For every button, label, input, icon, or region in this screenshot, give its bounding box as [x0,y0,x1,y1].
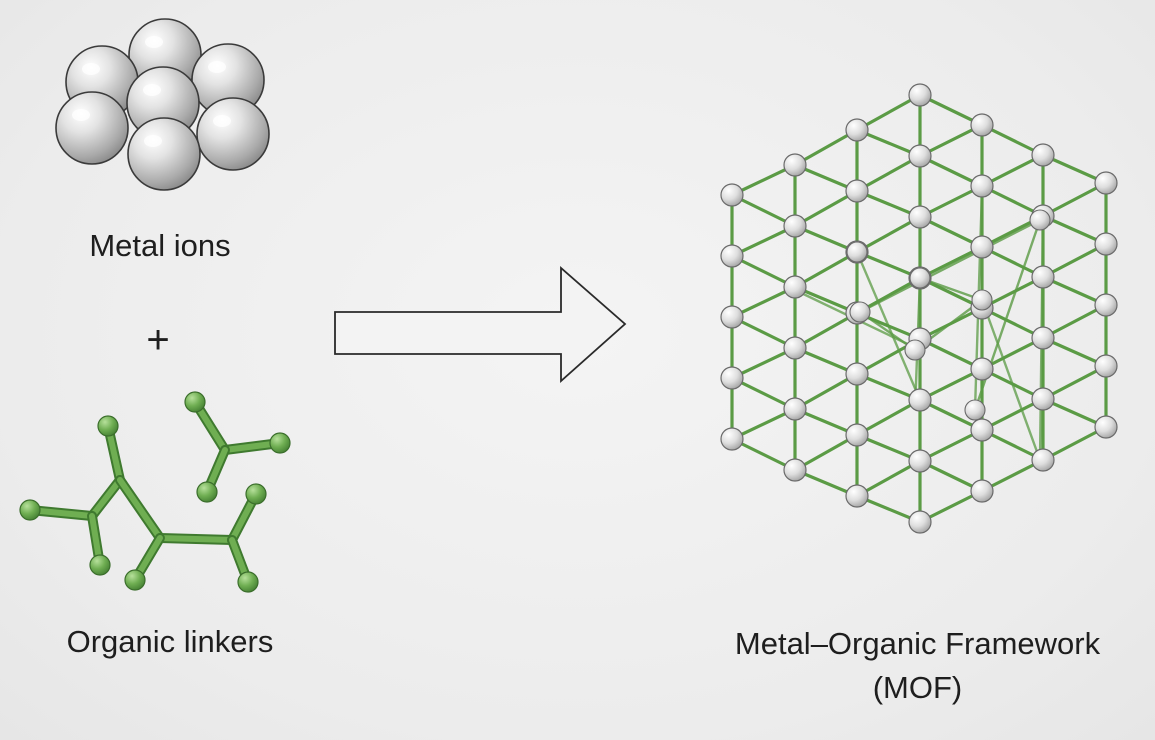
mof-metal-node [720,427,744,451]
metal-ion-sphere [55,91,129,165]
mof-metal-node [908,388,932,412]
mof-metal-node [783,458,807,482]
mof-metal-node [1029,209,1051,231]
mof-metal-node [971,289,993,311]
mof-metal-node [904,339,926,361]
mof-metal-node [783,397,807,421]
metal-ions-label: Metal ions [89,228,231,263]
mof-metal-node [1031,143,1055,167]
mof-metal-node [1094,293,1118,317]
mof-metal-node [970,235,994,259]
mof-label-line1: Metal–Organic Framework [734,626,1101,661]
metal-ion-sphere [127,117,201,191]
organic-linkers-icon [19,391,291,593]
mof-metal-node [720,244,744,268]
linker-atom [196,481,218,503]
mof-metal-node [1094,171,1118,195]
mof-metal-node [1094,354,1118,378]
mof-metal-node [1031,448,1055,472]
mof-metal-node [846,241,868,263]
mof-metal-node [845,118,869,142]
mof-metal-node [908,144,932,168]
right-arrow-icon [334,266,627,384]
mof-metal-node [783,275,807,299]
mof-metal-node [1094,232,1118,256]
mof-metal-node [845,423,869,447]
mof-metal-node [783,153,807,177]
mof-metal-node [720,366,744,390]
metal-ion-sphere [196,97,270,171]
mof-label: Metal–Organic Framework (MOF) [680,622,1155,710]
linker-atom [89,554,111,576]
mof-metal-node [1031,387,1055,411]
linker-atom [269,432,291,454]
mof-metal-node [970,418,994,442]
mof-metal-node [720,183,744,207]
mof-metal-node [908,83,932,107]
linker-atom [124,569,146,591]
linker-atom [245,483,267,505]
mof-metal-node [845,362,869,386]
mof-metal-node [908,449,932,473]
mof-metal-node [720,305,744,329]
mof-metal-node [964,399,986,421]
mof-metal-node [1094,415,1118,439]
plus-sign: + [146,318,170,362]
metal-ions-cluster-icon [55,18,270,191]
linker-atom [237,571,259,593]
mof-metal-node [845,179,869,203]
linker-atom [97,415,119,437]
mof-metal-node [783,214,807,238]
organic-linkers-label: Organic linkers [66,624,274,659]
mof-metal-node [849,301,871,323]
mof-metal-node [1031,265,1055,289]
mof-metal-node [909,267,931,289]
mof-metal-node [970,357,994,381]
mof-metal-node [908,510,932,534]
mof-metal-node [970,479,994,503]
mof-metal-node [970,174,994,198]
mof-metal-node [1031,326,1055,350]
mof-metal-node [783,336,807,360]
linker-atom [19,499,41,521]
mof-lattice-icon [720,83,1118,534]
mof-metal-node [845,484,869,508]
linker-atom [184,391,206,413]
mof-label-line2: (MOF) [872,670,963,705]
mof-metal-node [970,113,994,137]
mof-metal-node [908,205,932,229]
